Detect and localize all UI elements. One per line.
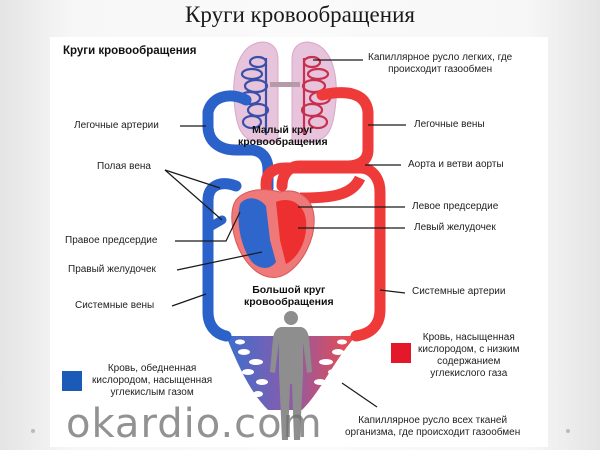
watermark: okardio.com bbox=[66, 401, 323, 447]
diagram-heading: Круги кровообращения bbox=[63, 45, 197, 57]
lungs-icon bbox=[233, 41, 337, 143]
label-systemic-arteries: Системные артерии bbox=[412, 286, 506, 297]
label-lung-capillaries: Капиллярное русло легких, где происходит… bbox=[368, 52, 513, 75]
aorta-vessel bbox=[260, 162, 386, 342]
label-pulmonary-arteries: Легочные артерии bbox=[74, 120, 159, 131]
legend-swatch-deoxygenated bbox=[62, 371, 82, 391]
systemic-circle-label: Большой круг кровообращения bbox=[244, 284, 334, 308]
label-left-ventricle: Левый желудочек bbox=[414, 222, 496, 233]
label-right-ventricle: Правый желудочек bbox=[68, 264, 156, 275]
slide-nav-dot-right bbox=[566, 429, 570, 433]
heart-icon bbox=[231, 189, 315, 278]
slide-title: Круги кровообращения bbox=[185, 2, 415, 27]
label-pulmonary-veins: Легочные вены bbox=[414, 119, 485, 130]
slide-nav-dot-left bbox=[31, 429, 35, 433]
human-silhouette-icon bbox=[270, 311, 312, 440]
label-right-atrium: Правое предсердие bbox=[65, 235, 158, 246]
label-systemic-veins: Системные вены bbox=[75, 300, 155, 311]
legend-text-deoxygenated: Кровь, обедненная кислородом, насыщенная… bbox=[92, 363, 213, 398]
systemic-vein-vessel bbox=[202, 178, 242, 342]
legend-text-oxygenated: Кровь, насыщенная кислородом, с низким с… bbox=[418, 332, 520, 379]
pulmonary-artery-vessel bbox=[202, 90, 274, 194]
pulmonary-circle-label: Малый круг кровообращения bbox=[238, 124, 328, 148]
label-left-atrium: Левое предсердие bbox=[412, 201, 499, 212]
legend-swatch-oxygenated bbox=[391, 343, 411, 363]
label-tissue-capillaries: Капиллярное русло всех тканей организма,… bbox=[345, 415, 521, 438]
label-vena-cava: Полая вена bbox=[97, 161, 151, 172]
label-aorta: Аорта и ветви аорты bbox=[408, 159, 504, 170]
